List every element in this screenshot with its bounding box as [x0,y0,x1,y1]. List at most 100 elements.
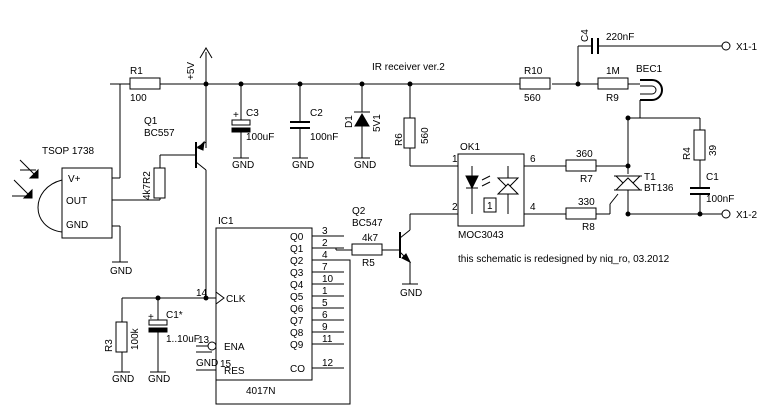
svg-text:100nF: 100nF [706,194,734,205]
ic1-output-labels: Q0 Q1 Q2 Q3 Q4 Q5 Q6 Q7 Q8 Q9 CO [290,232,305,375]
zener-d1: D1 5V1 GND [344,84,383,171]
svg-text:R2: R2 [142,171,153,184]
tsop-label: TSOP 1738 [42,146,95,157]
svg-text:GND: GND [354,160,376,171]
svg-text:Q3: Q3 [290,268,304,279]
capacitor-c4: C4 220nF [577,29,722,84]
svg-text:Q9: Q9 [290,340,304,351]
ic1-4017: IC1 4017N CLK ENA RES 14 13 15 GND Q0 Q1… [196,216,344,397]
svg-text:RES: RES [224,366,245,377]
svg-text:Q0: Q0 [290,232,304,243]
svg-text:X1-2: X1-2 [736,210,758,221]
svg-text:T1: T1 [644,172,656,183]
svg-text:Q5: Q5 [290,292,304,303]
lamp-bec1: BEC1 [628,64,700,119]
svg-text:BC557: BC557 [144,128,175,139]
svg-text:C1*: C1* [166,310,183,321]
svg-text:13: 13 [198,335,210,346]
svg-text:Q6: Q6 [290,304,304,315]
svg-text:+: + [148,312,154,323]
transistor-q1: Q1 BC557 [144,116,207,296]
svg-text:11: 11 [322,334,333,345]
svg-text:Q2: Q2 [290,256,304,267]
terminal-x1-1: X1-1 [721,41,758,53]
svg-text:C4: C4 [580,29,591,42]
svg-text:7: 7 [322,262,328,273]
svg-text:C1: C1 [706,172,719,183]
tsop-pin-vplus: V+ [68,174,81,185]
svg-text:R7: R7 [580,174,593,185]
svg-text:BC547: BC547 [352,218,383,229]
svg-text:3: 3 [322,226,328,237]
svg-text:330: 330 [578,197,595,208]
svg-text:MOC3043: MOC3043 [458,230,504,241]
resistor-r3: R3 100k GND [104,298,141,385]
resistor-r8: 330 R8 [540,197,611,233]
credit-text: this schematic is redesigned by niq_ro, … [458,254,670,265]
svg-text:R5: R5 [362,258,375,269]
svg-text:C2: C2 [310,108,323,119]
capacitor-c1: C1 100nF [690,172,734,214]
svg-text:BEC1: BEC1 [636,64,663,75]
svg-text:C3: C3 [246,108,259,119]
svg-text:GND: GND [400,288,422,299]
svg-text:39: 39 [708,144,719,156]
capacitor-c2: C2 100nF GND [290,84,338,171]
svg-text:1: 1 [322,286,328,297]
resistor-r10: R10 560 [519,66,551,104]
resistor-r4: R4 39 [682,118,719,188]
svg-text:4k7: 4k7 [362,233,379,244]
svg-text:+: + [233,110,239,121]
svg-text:2: 2 [452,202,458,213]
svg-text:1..10uF: 1..10uF [166,334,200,345]
svg-text:2: 2 [322,238,328,249]
svg-text:Q4: Q4 [290,280,304,291]
capacitor-c1-star: + C1* 1..10uF GND [148,298,200,385]
svg-text:GND: GND [112,374,134,385]
schematic-title: IR receiver ver.2 [372,62,445,73]
resistor-r5: 4k7 R5 [336,233,400,269]
svg-text:1M: 1M [606,66,620,77]
svg-text:R8: R8 [582,222,595,233]
tsop-pin-out: OUT [66,196,87,207]
svg-text:12: 12 [322,358,334,369]
svg-text:Q1: Q1 [144,116,158,127]
resistor-r6: R6 560 [394,84,458,167]
svg-text:5: 5 [322,298,328,309]
optocoupler-ok1: 1 OK1 MOC3043 1 2 4 6 [440,142,540,241]
svg-text:R6: R6 [394,133,405,146]
svg-text:560: 560 [524,93,541,104]
svg-text:GND: GND [148,374,170,385]
svg-text:GND: GND [196,358,218,369]
svg-text:6: 6 [322,310,328,321]
svg-text:15: 15 [220,359,232,370]
svg-text:Q8: Q8 [290,328,304,339]
svg-text:BT136: BT136 [644,183,674,194]
tsop-pin-gnd: GND [66,220,88,231]
svg-text:Q1: Q1 [290,244,304,255]
resistor-r7: 360 R7 [540,149,631,185]
svg-text:X1-1: X1-1 [736,42,758,53]
svg-text:CO: CO [290,364,305,375]
svg-text:4: 4 [322,250,328,261]
svg-text:D1: D1 [344,115,355,128]
svg-text:GND: GND [292,160,314,171]
gnd-label-tsop: GND [110,266,132,277]
svg-text:100uF: 100uF [246,132,274,143]
svg-text:R9: R9 [606,93,619,104]
svg-text:4k7: 4k7 [142,183,153,200]
svg-text:4: 4 [530,202,536,213]
resistor-r1: R1 100 [120,66,161,104]
terminal-x1-2: X1-2 [721,209,758,221]
svg-text:R3: R3 [104,339,115,352]
svg-text:CLK: CLK [226,294,246,305]
transistor-q2: Q2 BC547 GND [352,206,422,299]
svg-text:560: 560 [420,127,431,144]
svg-text:1: 1 [487,201,493,212]
capacitor-c3: + C3 100uF GND [231,84,274,171]
svg-text:220nF: 220nF [606,32,634,43]
svg-text:10: 10 [322,274,334,285]
svg-text:Q2: Q2 [352,206,366,217]
svg-text:14: 14 [196,288,208,299]
